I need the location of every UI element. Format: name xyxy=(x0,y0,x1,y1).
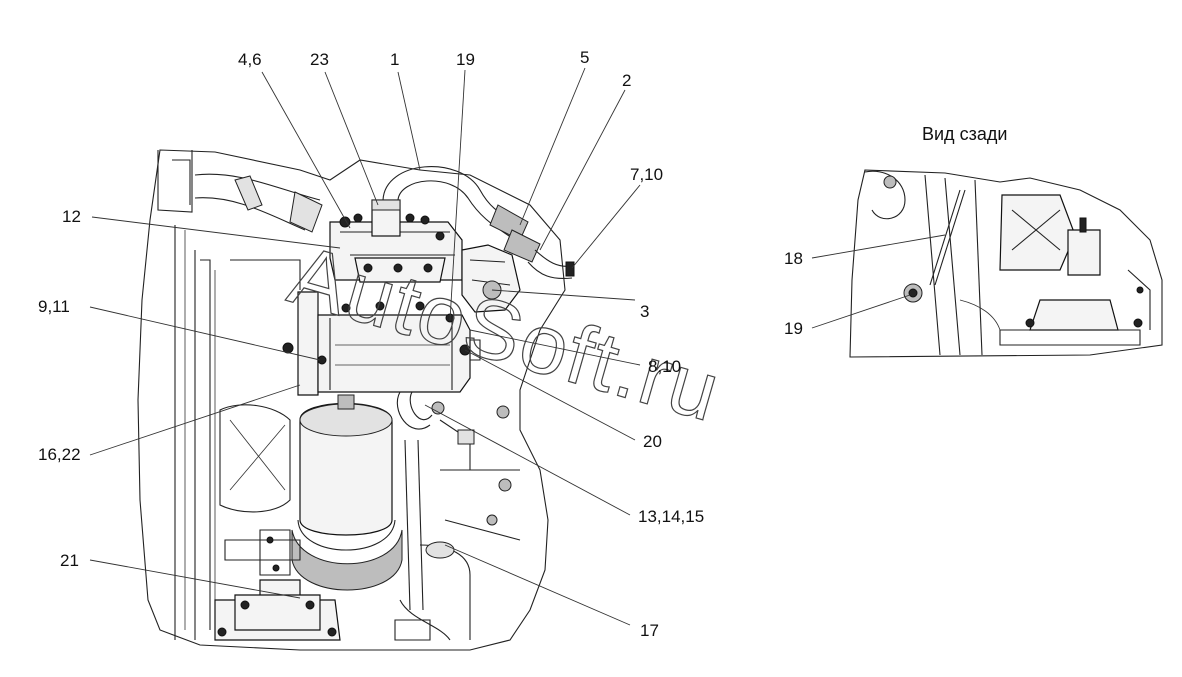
callout-3: 3 xyxy=(640,302,649,321)
intake-hose xyxy=(194,173,323,233)
main-view-outline xyxy=(137,149,566,651)
callout-2: 2 xyxy=(622,71,631,90)
lower-manifold xyxy=(394,541,471,641)
callout-20: 20 xyxy=(643,432,662,451)
fan-area xyxy=(219,404,301,561)
radiator-frame xyxy=(157,150,301,640)
callout-9-11: 9,11 xyxy=(38,297,70,316)
callout-19: 19 xyxy=(456,50,475,69)
callout-19-rear: 19 xyxy=(784,319,803,338)
governor-unit xyxy=(461,244,521,313)
callout-21: 21 xyxy=(60,551,79,570)
rear-view-outline xyxy=(849,169,1163,358)
engine-mount xyxy=(214,529,341,641)
compressor-block xyxy=(282,291,481,396)
callout-4-6: 4,6 xyxy=(238,50,262,69)
callout-labels: 4,6 23 1 19 5 2 7,10 12 9,11 3 8,10 16,2… xyxy=(38,48,803,640)
rear-view-title: Вид сзади xyxy=(922,124,1007,144)
callout-1: 1 xyxy=(390,50,399,69)
callout-23: 23 xyxy=(310,50,329,69)
filter-cylinder xyxy=(291,394,403,591)
callout-13-14-15: 13,14,15 xyxy=(638,507,704,526)
callout-17: 17 xyxy=(640,621,659,640)
callout-8-10: 8,10 xyxy=(648,357,681,376)
delivery-hose xyxy=(382,166,575,280)
callout-5: 5 xyxy=(580,48,589,67)
callout-16-22: 16,22 xyxy=(38,445,81,464)
callout-7-10: 7,10 xyxy=(630,165,663,184)
rear-view xyxy=(849,169,1163,358)
main-view xyxy=(137,149,575,651)
callout-12: 12 xyxy=(62,207,81,226)
lower-pipes xyxy=(396,391,521,611)
leader-lines xyxy=(89,67,946,626)
callout-18: 18 xyxy=(784,249,803,268)
